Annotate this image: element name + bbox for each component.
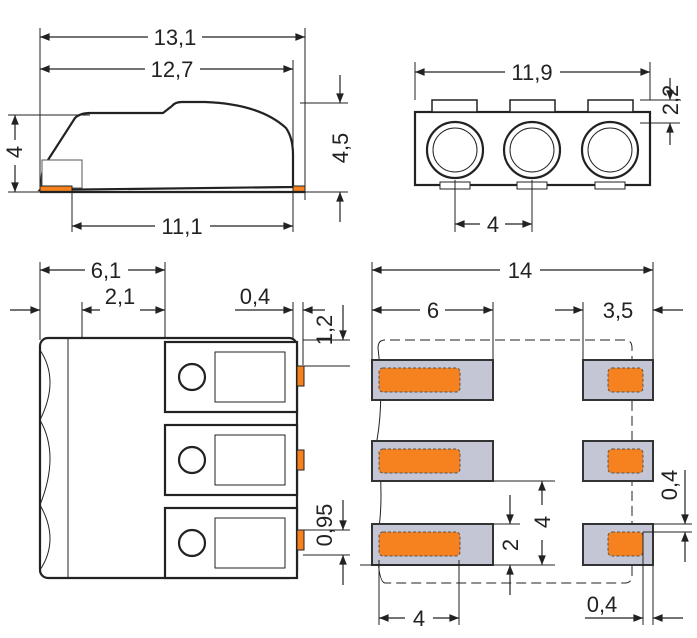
dim-contact-length: 4 [413, 606, 425, 631]
dim-slot-offset: 2,1 [105, 284, 136, 309]
dim-body-length: 12,7 [151, 57, 194, 82]
slot-2 [163, 423, 305, 497]
dim-top-offset: 2,2 [658, 85, 683, 116]
dim-gap: 0,4 [587, 592, 618, 617]
dim-pitch: 4 [530, 516, 555, 528]
dim-small-offset: 0,4 [657, 470, 682, 501]
dim-height-total: 4,5 [328, 133, 353, 164]
dim-pad-width: 2 [498, 539, 523, 551]
pcb-footprint: 14 6 3,5 4 2 0,4 0,4 4 [360, 258, 692, 631]
dim-overall: 14 [508, 258, 532, 283]
dim-pin-offset: 1,2 [312, 315, 337, 346]
pad-row-1 [371, 359, 654, 401]
dim-length: 6,1 [91, 258, 122, 283]
dim-pitch: 4 [487, 212, 499, 237]
slot-1 [163, 340, 305, 414]
dim-pin-protrusion: 0,4 [240, 284, 271, 309]
pad-row-3 [371, 523, 654, 566]
dim-height-front: 4 [2, 146, 27, 158]
dim-base-length: 11,1 [161, 214, 202, 239]
dim-pad-length: 6 [427, 298, 439, 323]
top-view: 6,1 2,1 0,4 1,2 0,95 [10, 258, 350, 585]
dim-width: 11,9 [511, 60, 552, 85]
front-view: 11,9 2,2 4 [413, 60, 683, 237]
dim-small-pad-length: 3,5 [603, 298, 634, 323]
slot-3 [163, 506, 305, 580]
dim-overall-length: 13,1 [154, 25, 197, 50]
side-view: 13,1 12,7 4 4,5 11,1 [2, 25, 353, 239]
dim-pin-width: 0,95 [312, 504, 337, 547]
pad-row-2 [371, 440, 654, 482]
